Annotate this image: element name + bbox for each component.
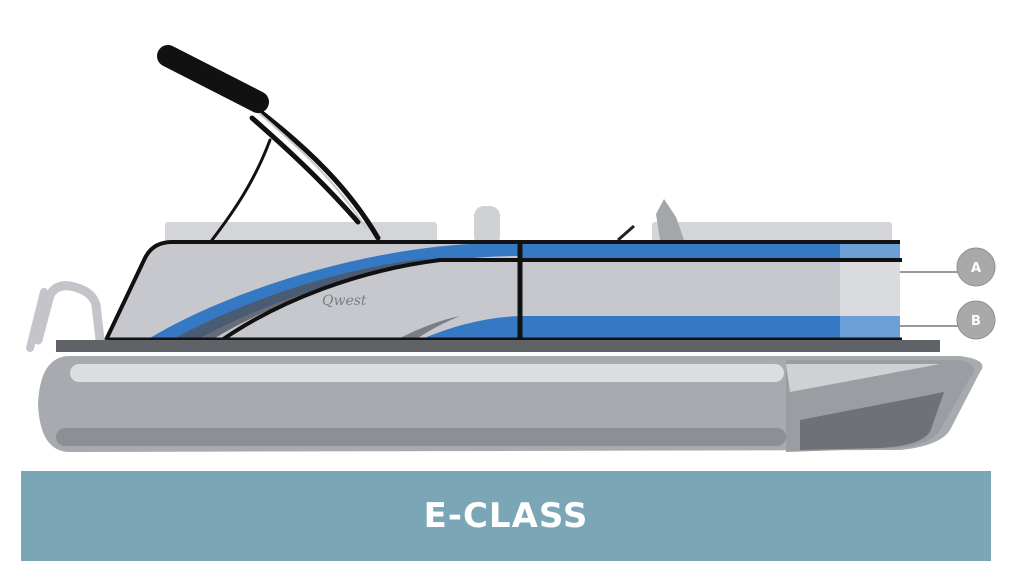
steering-column [617,224,635,242]
callout-b: B [956,300,996,340]
fence-divider-curve [220,258,520,342]
deck [56,340,940,352]
fence-panel [106,242,900,340]
callout-a-label: A [971,261,981,276]
callout-a: A [956,247,996,287]
bottom-accent-stripe [420,316,900,340]
callout-b-label: B [971,314,981,329]
fence-outline [104,240,900,341]
dark-swoosh [175,258,430,338]
brand-script: Qwest [322,293,367,309]
bimini-cover [157,45,269,113]
boarding-ladder [33,281,105,345]
model-name-label: E-CLASS [423,496,589,536]
model-banner: E-CLASS [21,471,991,561]
top-accent-stripe [520,244,900,260]
front-seat-back [652,222,892,244]
bimini-frame [210,107,381,242]
windshield [656,199,684,240]
pontoon-boat-diagram: Qwest A B [26,45,996,452]
helm-seat [474,206,500,246]
